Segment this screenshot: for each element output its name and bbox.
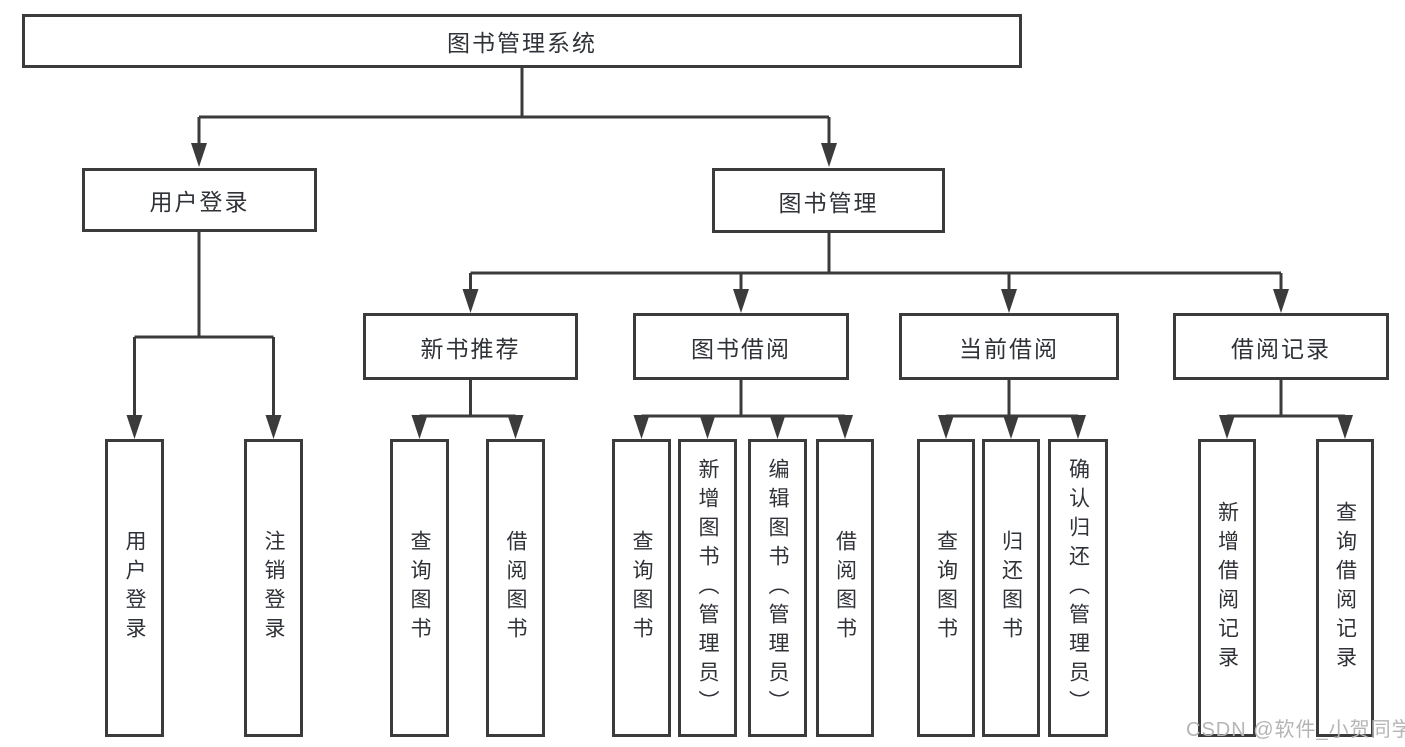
node-cb-query-label: 查询图书: [934, 530, 958, 646]
arrowheads: [126, 143, 1353, 439]
node-book-borrow: 图书借阅: [633, 313, 849, 380]
node-br-add: 新增借阅记录: [1198, 439, 1256, 737]
node-bb-edit-label: 编辑图书（管理员）: [766, 457, 789, 719]
node-bb-query: 查询图书: [612, 439, 671, 737]
node-login: 用户登录: [105, 439, 164, 737]
node-nbr-borrow: 借阅图书: [486, 439, 545, 737]
node-logout-label: 注销登录: [262, 530, 285, 646]
node-login-label: 用户登录: [123, 530, 146, 646]
node-cb-confirm: 确认归还（管理员）: [1048, 439, 1108, 737]
node-logout: 注销登录: [244, 439, 303, 737]
node-root-label: 图书管理系统: [447, 30, 597, 56]
node-nbr-borrow-label: 借阅图书: [504, 530, 527, 646]
node-nbr-query: 查询图书: [390, 439, 449, 737]
node-new-book-rec: 新书推荐: [363, 313, 578, 380]
node-cb-confirm-label: 确认归还（管理员）: [1066, 457, 1090, 719]
node-book-mgmt: 图书管理: [712, 168, 945, 233]
node-bb-query-label: 查询图书: [630, 530, 653, 646]
node-br-add-label: 新增借阅记录: [1215, 501, 1239, 675]
node-bb-add-label: 新增图书（管理员）: [696, 457, 719, 719]
node-cb-query: 查询图书: [917, 439, 975, 737]
node-root: 图书管理系统: [22, 14, 1022, 68]
node-new-book-rec-label: 新书推荐: [420, 335, 521, 362]
csdn-watermark: CSDN @软件_小贺同学: [1186, 719, 1405, 741]
node-current-borrow-label: 当前借阅: [959, 335, 1059, 362]
node-bb-edit: 编辑图书（管理员）: [748, 439, 807, 737]
node-br-query-label: 查询借阅记录: [1333, 501, 1357, 675]
node-bb-add: 新增图书（管理员）: [678, 439, 737, 737]
node-nbr-query-label: 查询图书: [408, 530, 431, 646]
node-borrow-record: 借阅记录: [1173, 313, 1389, 380]
node-user-login-label: 用户登录: [149, 189, 250, 215]
node-book-borrow-label: 图书借阅: [691, 335, 791, 362]
node-bb-borrow: 借阅图书: [816, 439, 874, 737]
node-current-borrow: 当前借阅: [899, 313, 1119, 380]
node-borrow-record-label: 借阅记录: [1231, 335, 1331, 362]
edge-lines: [133, 68, 1347, 420]
node-bb-borrow-label: 借阅图书: [833, 530, 857, 646]
node-cb-return-label: 归还图书: [999, 530, 1023, 646]
node-book-mgmt-label: 图书管理: [778, 189, 879, 216]
node-user-login: 用户登录: [82, 168, 317, 232]
node-br-query: 查询借阅记录: [1316, 439, 1374, 737]
node-cb-return: 归还图书: [982, 439, 1040, 737]
